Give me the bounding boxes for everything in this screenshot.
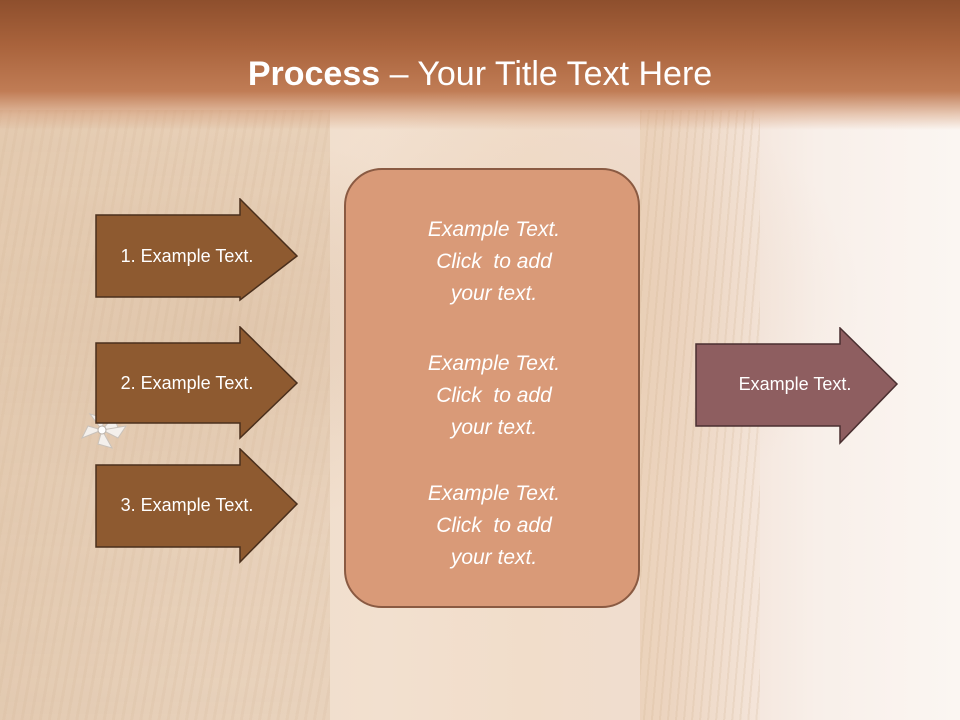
text-line: Click to add bbox=[436, 514, 552, 537]
title-bold: Process bbox=[247, 55, 381, 93]
arrow-right-icon bbox=[695, 327, 899, 445]
arrow-right-icon bbox=[95, 326, 299, 440]
text-line: your text. bbox=[450, 282, 538, 305]
step-arrow-3[interactable]: 3. Example Text. bbox=[95, 448, 299, 564]
arrow-right-icon bbox=[95, 448, 299, 564]
text-block-2: Example Text. Click to add your text. bbox=[346, 348, 642, 444]
step-label: 2. Example Text. bbox=[120, 372, 254, 393]
text-line: Example Text. bbox=[427, 352, 561, 375]
text-line: Click to add bbox=[436, 250, 552, 273]
text-line: your text. bbox=[450, 546, 538, 569]
header-band bbox=[0, 0, 960, 130]
result-arrow[interactable]: Example Text. bbox=[695, 327, 899, 445]
step-label: 3. Example Text. bbox=[120, 494, 254, 515]
arrow-right-icon bbox=[95, 198, 299, 302]
text-line: Example Text. bbox=[427, 218, 561, 241]
text-block-3: Example Text. Click to add your text. bbox=[346, 478, 642, 574]
text-line: Example Text. bbox=[427, 482, 561, 505]
earring-decoration bbox=[80, 413, 128, 449]
text-line: your text. bbox=[450, 416, 538, 439]
step-arrow-1[interactable]: 1. Example Text. bbox=[95, 198, 299, 302]
center-text-box[interactable]: Example Text. Click to add your text. Ex… bbox=[344, 168, 640, 608]
text-line: Click to add bbox=[436, 384, 552, 407]
title-rest: – Your Title Text Here bbox=[380, 55, 713, 93]
result-label: Example Text. bbox=[738, 373, 852, 394]
step-arrow-2[interactable]: 2. Example Text. bbox=[95, 326, 299, 440]
step-label: 1. Example Text. bbox=[120, 245, 254, 266]
text-block-1: Example Text. Click to add your text. bbox=[346, 214, 642, 310]
slide-title[interactable]: Process – Your Title Text Here bbox=[0, 52, 960, 96]
